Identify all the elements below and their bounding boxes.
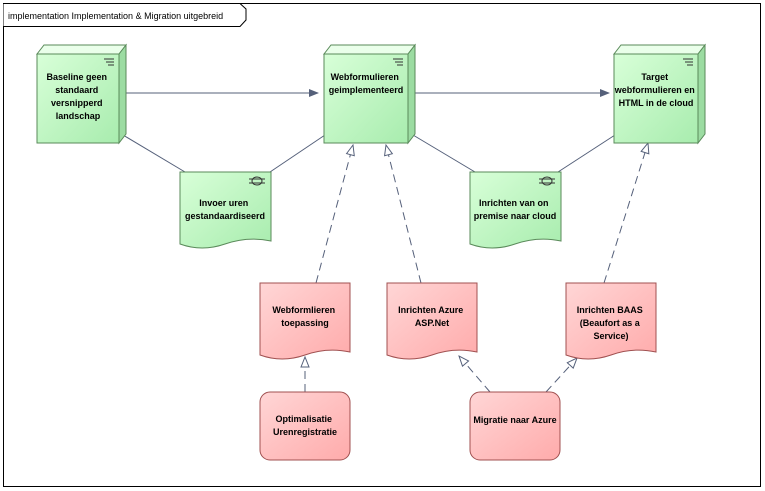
- assoc-inrichten-target[interactable]: [557, 134, 616, 173]
- plateau-icon: [104, 58, 114, 66]
- deliverable-webtoepassing[interactable]: Webformlieren toepassing: [259, 282, 351, 360]
- workpackage-migratie-label: Migratie naar Azure: [473, 415, 556, 425]
- assoc-baseline-invoer[interactable]: [122, 134, 186, 173]
- gap-invoer-label: Invoer uren gestandaardiseerd: [185, 198, 265, 221]
- deliverable-baas-label: Inrichten BAAS (Beaufort as a Service): [577, 305, 646, 341]
- realization-migratie-baas[interactable]: [545, 358, 577, 393]
- plateau-baseline[interactable]: Baseline geen standaard versnipperd land…: [35, 43, 128, 145]
- plateau-baseline-label: Baseline geen standaard versnipperd land…: [46, 72, 109, 121]
- plateau-webforms[interactable]: Webformulieren geimplementeerd: [322, 43, 417, 145]
- workpackage-optimalisatie[interactable]: Optimalisatie Urenregistratie: [259, 391, 351, 461]
- gap-icon: [539, 176, 555, 186]
- workpackage-optimalisatie-label: Optimalisatie Urenregistratie: [273, 414, 337, 437]
- realization-webtoepassing-webforms[interactable]: [315, 145, 353, 284]
- frame-title: implementation Implementation & Migratio…: [8, 11, 223, 21]
- plateau-target-label: Target webformulieren en HTML in de clou…: [614, 72, 698, 108]
- assoc-invoer-webforms[interactable]: [269, 134, 326, 173]
- gap-icon: [249, 176, 265, 186]
- gap-inrichten[interactable]: Inrichten van on premise naar cloud: [469, 171, 562, 249]
- realization-azure-webforms[interactable]: [386, 145, 422, 284]
- deliverable-azure[interactable]: Inrichten Azure ASP.Net: [386, 282, 478, 360]
- gap-inrichten-label: Inrichten van on premise naar cloud: [474, 198, 557, 221]
- plateau-webforms-label: Webformulieren geimplementeerd: [329, 72, 404, 95]
- gap-invoer[interactable]: Invoer uren gestandaardiseerd: [179, 171, 272, 249]
- realization-migratie-azure[interactable]: [459, 356, 491, 393]
- deliverable-baas[interactable]: Inrichten BAAS (Beaufort as a Service): [565, 282, 657, 360]
- plateau-icon: [393, 58, 403, 66]
- realization-baas-target[interactable]: [603, 143, 648, 284]
- workpackage-migratie[interactable]: Migratie naar Azure: [469, 391, 561, 461]
- frame-title-tab: [3, 3, 247, 27]
- deliverable-azure-label: Inrichten Azure ASP.Net: [398, 305, 466, 328]
- plateau-icon: [683, 58, 693, 66]
- assoc-webforms-inrichten[interactable]: [412, 134, 476, 173]
- deliverable-webtoepassing-label: Webformlieren toepassing: [272, 305, 337, 328]
- plateau-target[interactable]: Target webformulieren en HTML in de clou…: [612, 43, 707, 145]
